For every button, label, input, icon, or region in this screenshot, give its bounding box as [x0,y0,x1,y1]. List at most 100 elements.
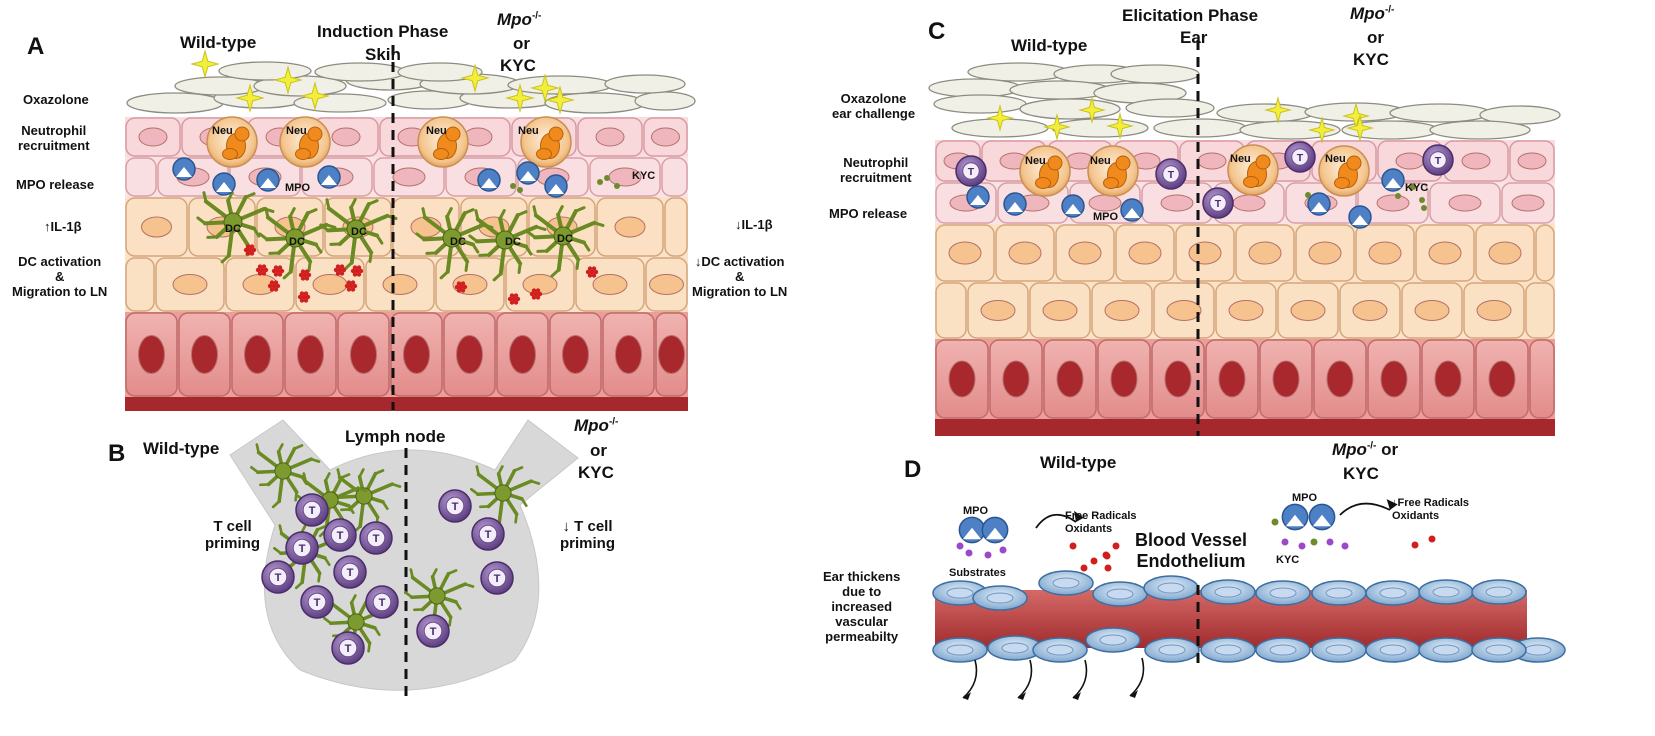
cell-nucleus [404,336,430,374]
particle [985,552,992,559]
dc-branch [338,470,340,478]
d-kyc: KYC [1343,464,1379,484]
cell-nucleus [142,217,172,237]
oxazolone-flake [1111,65,1199,83]
dc-branch [257,445,259,453]
skin-cell [665,198,687,256]
endothelial-nucleus [1215,645,1241,655]
particle [1419,197,1425,203]
cell-nucleus [1396,153,1424,169]
il1b-dot [534,292,538,296]
cell-nucleus [1273,361,1299,397]
cell-nucleus [1249,242,1281,264]
neutrophil-lobe [1335,178,1350,189]
t-cell-label: T [347,567,354,579]
d-mpo-right: MPO [1292,492,1317,505]
t-cell-label: T [1215,198,1222,210]
cell-nucleus [593,275,627,295]
dc-branch [309,262,310,271]
a-header-phase: Induction Phase [317,22,448,42]
mpo-tag: MPO [1093,211,1118,224]
t-cell-label: T [1435,155,1442,167]
neutrophil-lobe [446,127,460,141]
oxazolone-flake [968,63,1068,81]
leak-arrow [1073,660,1087,698]
c-header-mpo: Mpo-/- [1350,4,1394,24]
panel-a-skin [125,45,695,411]
particle [1412,542,1419,549]
endothelial-nucleus [1270,645,1296,655]
oxazolone-flake [1217,104,1313,122]
t-cell-label: T [309,505,316,517]
dc-body [348,614,364,630]
neu-label: Neu [212,125,233,138]
neutrophil-lobe [1256,155,1270,169]
dc-branch [477,467,479,475]
oxazolone-flake [1020,99,1120,119]
cell-nucleus [1429,242,1461,264]
cell-nucleus [1161,195,1193,211]
cell-nucleus [1219,361,1245,397]
particle [1081,565,1088,572]
il1b-dot [590,270,594,274]
dc-branch [476,211,478,220]
c-header-site: Ear [1180,28,1207,48]
cell-nucleus [615,217,645,237]
neu-label: Neu [1090,155,1111,168]
cell-nucleus [1229,301,1263,321]
cell-nucleus [1003,361,1029,397]
il1b-dot [302,295,306,299]
a-header-wild-type: Wild-type [180,33,256,53]
cell-nucleus [1518,153,1546,169]
particle [1105,565,1112,572]
il1b-dot [260,268,264,272]
d-wild-type: Wild-type [1040,453,1116,473]
particle [597,179,603,185]
a-row-dc: DC activation&Migration to LN [12,255,107,300]
cell-nucleus [139,128,167,146]
dc-branch [411,570,413,578]
particle [517,187,523,193]
il1b-dot [338,268,342,272]
endothelial-nucleus [1380,645,1406,655]
b-wild-type: Wild-type [143,439,219,459]
neutrophil-lobe [1048,156,1062,170]
dc-branch [327,200,329,209]
oxazolone-flake [605,75,685,93]
cell-nucleus [1043,301,1077,321]
particle [957,543,964,550]
skin-cell [126,258,154,311]
cell-nucleus [1069,242,1101,264]
particle [1395,193,1401,199]
il1b-dot [512,297,516,301]
il1b-dot [303,273,307,277]
d-kyc-tag: KYC [1276,554,1299,567]
dc-branch [296,492,297,500]
cell-nucleus [1415,301,1449,321]
t-cell-label: T [337,530,344,542]
cell-nucleus [457,336,483,374]
cell-nucleus [139,336,165,374]
cell-nucleus [1009,242,1041,264]
t-cell-label: T [373,533,380,545]
cell-nucleus [1105,301,1139,321]
cell-nucleus [523,275,557,295]
t-cell-label: T [379,597,386,609]
d-substrates: Substrates [949,567,1006,580]
d-mpo-left: MPO [963,505,988,518]
endothelial-nucleus [1107,589,1133,599]
dc-branch [370,253,371,262]
cell-nucleus [596,128,624,146]
cell-nucleus [1111,361,1137,397]
endothelial-nucleus [1270,588,1296,598]
b-title: Lymph node [345,427,445,447]
oxazolone-flake [1390,104,1490,122]
cell-nucleus [1489,242,1521,264]
neutrophil-lobe [296,149,311,160]
dc-label: DC [450,236,466,249]
oxazolone-flake [127,93,223,113]
cell-nucleus [1449,195,1481,211]
